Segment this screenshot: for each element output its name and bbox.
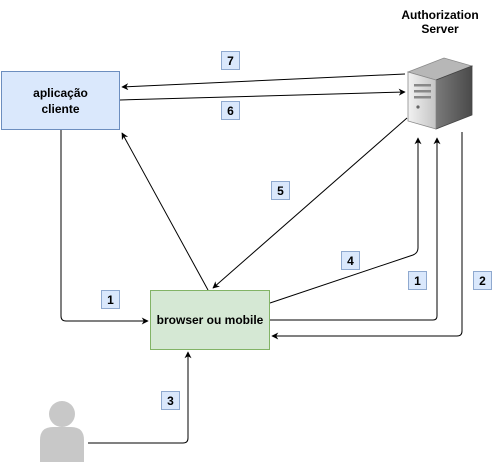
server-label-line2: Server — [421, 22, 459, 36]
step-badge-6: 6 — [221, 101, 240, 120]
authorization-server-label: Authorization Server — [390, 8, 490, 36]
client-label-line1: aplicação — [33, 85, 88, 100]
edge-4-browser-to-server — [269, 137, 422, 304]
edge-5-server-to-browser — [212, 117, 408, 289]
edge-1-browser-to-server — [270, 137, 441, 321]
browser-mobile-node[interactable]: browser ou mobile — [150, 290, 270, 350]
edge-3-user-to-browser — [88, 351, 192, 444]
step-badge-4: 4 — [341, 251, 360, 270]
step-badge-1-right: 1 — [408, 271, 427, 290]
client-label-line2: cliente — [41, 101, 80, 116]
browser-label: browser ou mobile — [156, 313, 264, 327]
step-badge-7: 7 — [221, 51, 240, 70]
server-label-line1: Authorization — [401, 8, 479, 22]
client-application-node[interactable]: aplicação cliente — [1, 71, 120, 130]
edge-browser-to-client — [121, 132, 209, 291]
step-badge-3: 3 — [161, 391, 180, 410]
user-icon — [40, 401, 84, 462]
step-badge-5: 5 — [271, 181, 290, 200]
step-badge-2: 2 — [473, 271, 492, 290]
edge-1-client-to-browser — [60, 130, 149, 325]
edge-6-client-to-server — [119, 88, 406, 101]
edge-7-server-to-client — [121, 73, 406, 91]
step-badge-1-left: 1 — [101, 290, 120, 309]
edge-2-server-to-browser — [271, 132, 463, 340]
server-tower-icon — [406, 57, 474, 130]
